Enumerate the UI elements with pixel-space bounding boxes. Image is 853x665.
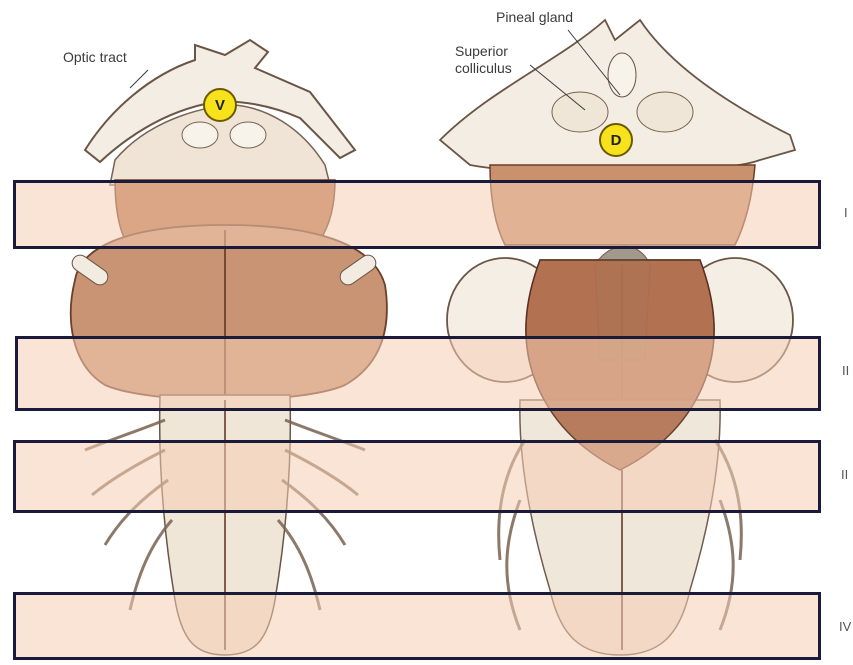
mammillary-body-right xyxy=(230,122,266,148)
section-band-3-label: II xyxy=(841,467,848,482)
section-band-1 xyxy=(13,180,821,249)
mammillary-body-left xyxy=(182,122,218,148)
section-band-4-label: IV xyxy=(839,619,851,634)
section-band-2-label: II xyxy=(842,363,849,378)
section-band-3 xyxy=(13,440,821,513)
ventral-view-badge: V xyxy=(203,88,237,122)
superior-colliculus-label-line2: colliculus xyxy=(455,60,512,77)
section-band-2 xyxy=(15,336,821,411)
pineal-gland-label: Pineal gland xyxy=(496,9,573,26)
pineal-gland-shape xyxy=(608,53,636,97)
optic-tract-label: Optic tract xyxy=(63,49,127,66)
superior-colliculus-left xyxy=(552,92,608,132)
section-band-4 xyxy=(13,592,821,660)
dorsal-view-badge: D xyxy=(599,123,633,157)
superior-colliculus-label-line1: Superior xyxy=(455,43,512,60)
section-band-1-label: I xyxy=(844,205,848,220)
superior-colliculus-right xyxy=(637,92,693,132)
superior-colliculus-label: Superior colliculus xyxy=(455,43,512,77)
